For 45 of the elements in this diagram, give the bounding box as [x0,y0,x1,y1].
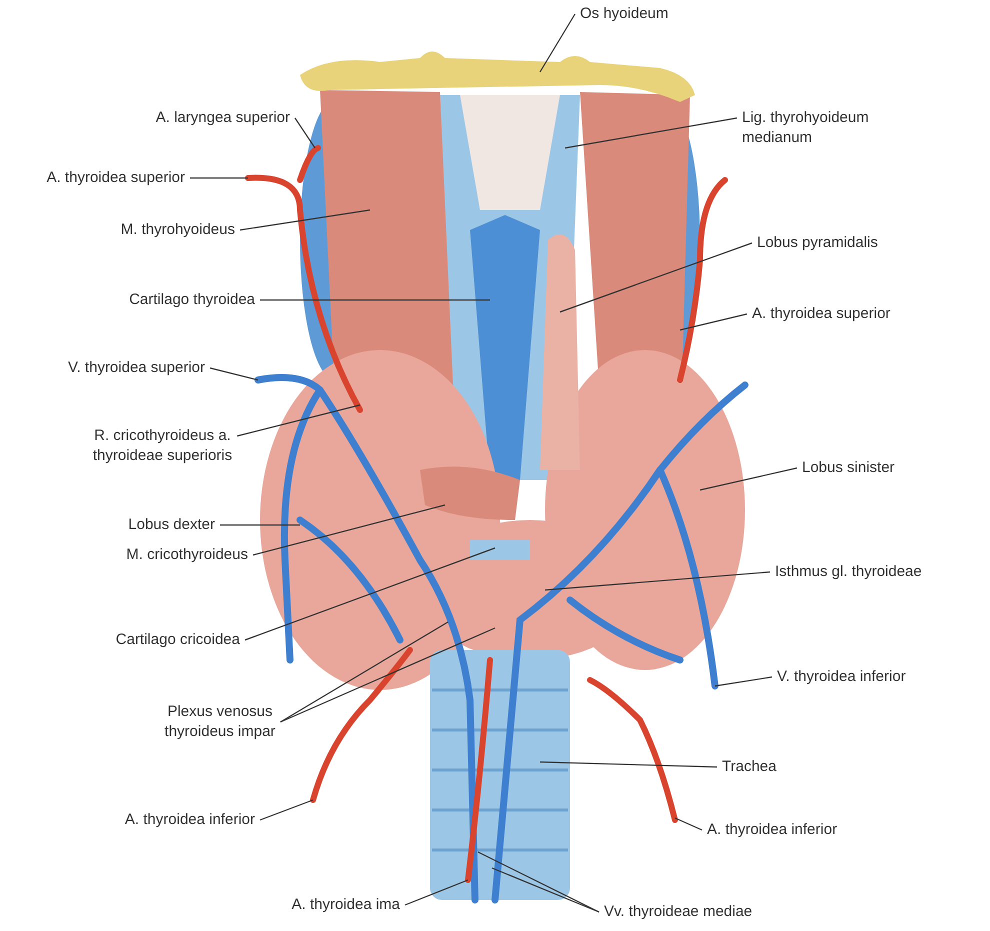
anatomical-label: Trachea [722,757,802,777]
anatomical-label: A. thyroidea superior [5,168,185,188]
anatomical-label: A. thyroidea inferior [60,810,255,830]
anatomical-label: Lobus pyramidalis [757,233,897,253]
leader-line [294,118,316,148]
leader-line [560,242,752,313]
leader-line [700,467,798,491]
anatomical-label: Lig. thyrohyoideum medianum [742,108,912,148]
anatomical-label: A. laryngea superior [110,108,290,128]
anatomical-label: M. thyrohyoideus [70,220,235,240]
anatomical-label: Isthmus gl. thyroideae [775,562,965,582]
leader-line [478,851,600,913]
leader-line [540,761,718,768]
leader-line [220,524,300,526]
anatomical-label: V. thyroidea inferior [777,667,957,687]
anatomical-label: Lobus dexter [80,515,215,535]
leader-line [714,676,772,687]
anatomical-label: M. cricothyroideus [70,545,248,565]
leader-line [244,547,496,641]
leader-line [260,799,314,821]
anatomical-label: A. thyroidea ima [220,895,400,915]
anatomical-label: Cartilago thyroidea [70,290,255,310]
anatomical-label: Os hyoideum [580,4,700,24]
leader-line [564,117,738,149]
anatomical-label: Lobus sinister [802,458,922,478]
leader-line [236,404,360,437]
leader-line [539,14,576,72]
anatomical-label: Plexus venosus thyroideus impar [145,702,295,742]
leader-line [544,571,770,591]
leader-line [404,879,468,906]
leader-line [680,313,748,331]
leader-line [280,627,496,723]
leader-line [260,299,490,301]
leader-line [190,177,248,179]
anatomical-label: R. cricothyroideus a. thyroideae superioris [70,426,255,466]
leader-line [674,817,702,831]
anatomical-label: Vv. thyroideae mediae [604,902,804,922]
anatomical-label: A. thyroidea superior [752,304,932,324]
leader-line [492,867,600,913]
anatomical-label: A. thyroidea inferior [707,820,887,840]
leader-line [210,367,258,381]
leader-line [280,621,448,723]
anatomical-label: Cartilago cricoidea [60,630,240,650]
leader-line [240,209,370,231]
anatomical-label: V. thyroidea superior [40,358,205,378]
